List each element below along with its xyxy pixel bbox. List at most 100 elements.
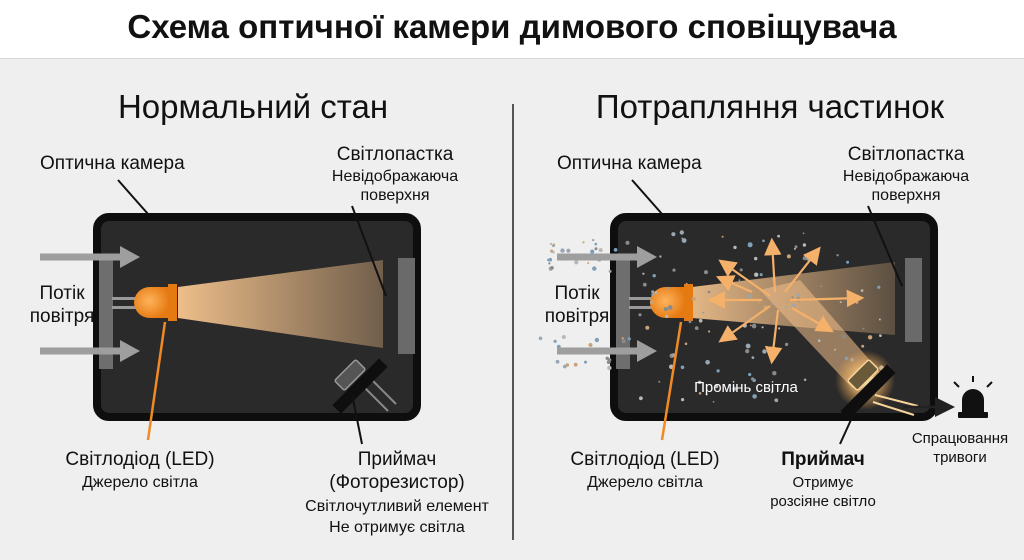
smoke-particle — [625, 240, 630, 245]
left-led-label: Світлодіод (LED) — [65, 449, 214, 470]
smoke-particle — [748, 294, 752, 298]
smoke-particle — [796, 293, 799, 297]
smoke-particle — [751, 356, 755, 359]
smoke-particle — [867, 335, 873, 340]
right-trap-sub-2: поверхня — [872, 187, 941, 204]
smoke-particle — [638, 313, 642, 317]
smoke-particle — [588, 343, 593, 347]
smoke-particle — [861, 344, 865, 348]
smoke-particle — [771, 391, 773, 394]
smoke-particle — [665, 314, 669, 318]
smoke-particle — [642, 282, 647, 287]
smoke-particle — [785, 306, 788, 308]
left-chamber-label: Оптична камера — [40, 153, 185, 174]
smoke-particle — [688, 320, 692, 324]
smoke-particle — [751, 323, 757, 329]
smoke-particle — [681, 238, 687, 243]
smoke-particle — [820, 285, 823, 288]
smoke-particle — [877, 285, 881, 289]
left-receiver-sub: (Фоторезистор) — [329, 472, 464, 493]
smoke-particle — [691, 296, 696, 301]
smoke-particle — [573, 362, 578, 367]
smoke-particle — [754, 256, 758, 261]
right-receiver-sub-1: Отримує — [793, 474, 854, 491]
right-trap-sub-1: Невідображаюча — [843, 168, 969, 185]
smoke-particle — [759, 273, 763, 277]
right-receiver-sub-2: розсіяне світло — [770, 493, 876, 510]
smoke-particle — [775, 287, 778, 290]
smoke-particle — [855, 300, 859, 304]
right-airflow-label-1: Потік — [554, 283, 600, 304]
smoke-particle — [698, 392, 702, 395]
smoke-particle — [649, 300, 654, 305]
left-airflow-label-1: Потік — [39, 283, 85, 304]
smoke-particle — [754, 272, 759, 277]
left-airflow — [40, 246, 140, 362]
smoke-particle — [671, 232, 676, 237]
smoke-particle — [654, 291, 658, 294]
smoke-particle — [590, 249, 595, 254]
smoke-particle — [563, 364, 567, 369]
right-light-trap — [905, 258, 922, 342]
smoke-particle — [584, 360, 587, 364]
left-led-sub: Джерело світла — [82, 474, 198, 491]
arrow-icon — [764, 237, 782, 293]
smoke-particle — [786, 300, 789, 304]
smoke-particle — [550, 266, 554, 270]
smoke-particle — [627, 337, 631, 341]
smoke-particle — [817, 339, 821, 343]
scatter-arrows — [707, 237, 865, 365]
smoke-particle — [762, 349, 767, 354]
smoke-particle — [651, 293, 655, 297]
smoke-particle — [684, 342, 688, 346]
smoke-particle — [748, 372, 752, 377]
smoke-particle — [802, 243, 807, 247]
smoke-particle — [698, 318, 703, 323]
smoke-particle — [680, 365, 685, 370]
left-airflow-label-2: повітря — [30, 306, 95, 327]
smoke-particle — [712, 400, 715, 403]
smoke-particle — [552, 250, 555, 254]
smoke-particle — [802, 256, 807, 261]
smoke-particle — [726, 290, 729, 293]
smoke-particle — [839, 301, 842, 304]
smoke-particle — [778, 327, 781, 330]
smoke-particle — [846, 260, 850, 264]
smoke-particle — [703, 270, 709, 275]
smoke-particle — [770, 302, 774, 305]
arrow-icon — [718, 259, 771, 297]
beam-label: Промінь світла — [694, 379, 798, 396]
smoke-particle — [750, 377, 755, 381]
left-trap-label: Світлопастка — [337, 144, 454, 165]
right-receiver — [840, 359, 896, 420]
smoke-particle — [608, 269, 612, 273]
right-led — [650, 287, 684, 318]
left-light-trap — [398, 258, 415, 354]
smoke-particle — [761, 326, 764, 329]
smoke-particle — [792, 303, 796, 307]
arrow-right-icon — [120, 340, 140, 362]
arrow-icon — [791, 307, 834, 333]
smoke-particle — [659, 255, 662, 258]
smoke-particle — [758, 301, 761, 304]
right-airflow-label-2: повітря — [545, 306, 610, 327]
smoke-particle — [878, 318, 881, 321]
arrow-right-icon — [120, 246, 140, 268]
smoke-particle — [607, 365, 612, 371]
arrow-icon — [718, 305, 771, 343]
smoke-particle — [685, 282, 688, 285]
smoke-particle — [833, 348, 837, 351]
smoke-particle — [707, 290, 711, 294]
smoke-particle — [592, 266, 597, 271]
arrow-icon — [715, 275, 753, 294]
right-heading: Потрапляння частинок — [596, 88, 945, 125]
smoke-particle — [738, 279, 741, 282]
page-title: Схема оптичної камери димового сповіщува… — [127, 8, 897, 45]
smoke-particle — [642, 272, 645, 275]
left-trap-sub-2: поверхня — [361, 187, 430, 204]
smoke-particle — [860, 289, 864, 292]
smoke-particle — [594, 337, 600, 343]
right-trap-label: Світлопастка — [848, 144, 965, 165]
smoke-particle — [694, 326, 699, 330]
